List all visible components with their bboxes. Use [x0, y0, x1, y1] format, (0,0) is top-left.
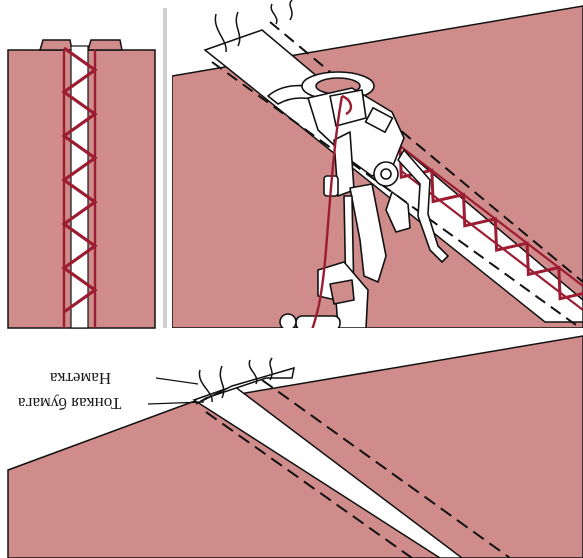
label-tissue-paper: Тонкая бумага — [18, 394, 122, 413]
basting-thread-4 — [290, 0, 292, 20]
label-basting: Наметка — [50, 369, 112, 388]
panel-sewing-machine — [172, 0, 583, 330]
panel-basting-setup: Наметка Тонкая бумага — [8, 336, 583, 558]
panel-finished-seam — [8, 8, 165, 330]
basting-thread-3 — [271, 4, 277, 24]
seam-allowance-tab-right — [88, 40, 122, 50]
callout-line-basting — [156, 378, 198, 384]
